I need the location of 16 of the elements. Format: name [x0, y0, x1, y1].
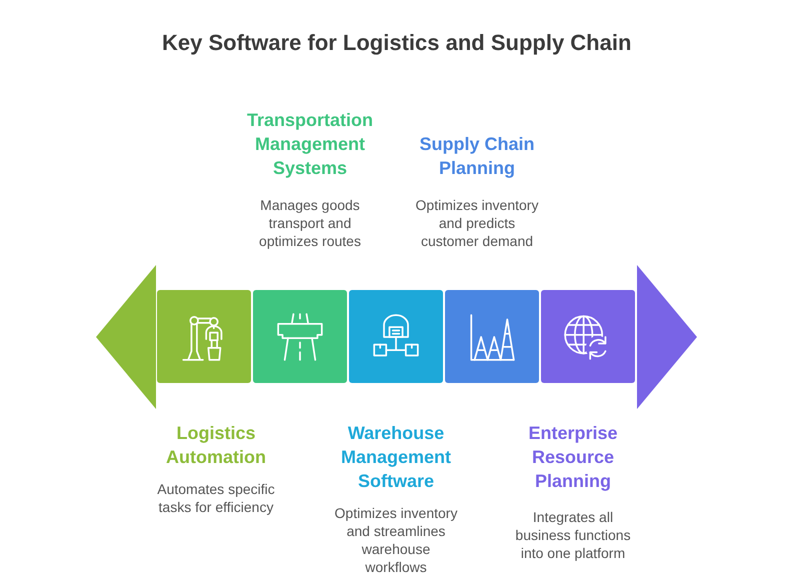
stage-heading: Enterprise Resource Planning [527, 422, 619, 493]
stage-description: Optimizes inventory and streamlines warehouse workflows [334, 504, 458, 576]
stage-description: Optimizes inventory and predicts customer demand [414, 196, 540, 250]
stage-description: Manages goods transport and optimizes routes [258, 196, 362, 250]
stage-heading: Logistics Automation [165, 422, 267, 469]
stage-tile [157, 290, 251, 383]
stage-heading: Transportation Management Systems [246, 109, 374, 180]
stage-description: Automates specific tasks for efficiency [156, 480, 276, 516]
stage-heading: Warehouse Management Software [340, 422, 452, 493]
diagram-title: Key Software for Logistics and Supply Chain [162, 30, 632, 56]
stage-heading: Supply Chain Planning [418, 133, 536, 180]
stage-tile [253, 290, 347, 383]
stage-tile [541, 290, 635, 383]
stage-tile [445, 290, 539, 383]
stage-description: Integrates all business functions into one platform [514, 508, 632, 562]
stage-tile [349, 290, 443, 383]
